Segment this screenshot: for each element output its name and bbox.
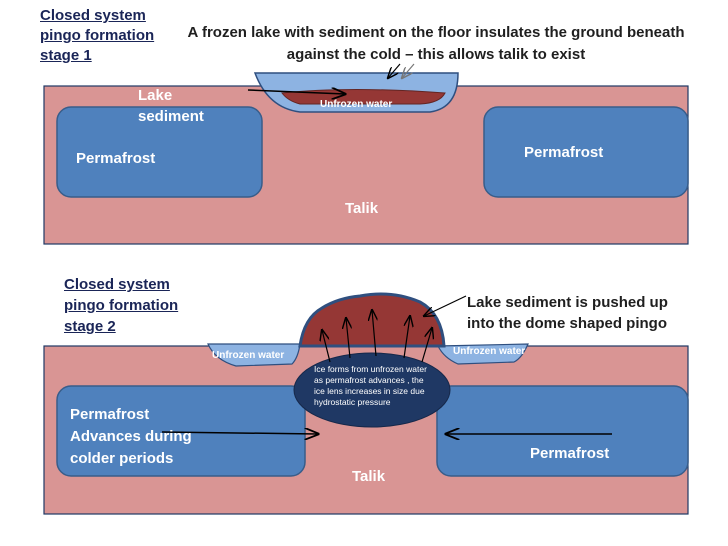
dome-arrow-4 (403, 316, 410, 359)
arrow-caption-2 (424, 295, 467, 316)
stage-1-title: Closed system pingo formation stage 1 (40, 7, 155, 64)
permafrost-left-label-2: Permafrost Advances during colder period… (70, 406, 192, 467)
arrow-caption-1-shadow (402, 63, 415, 78)
ice-lens (293, 352, 451, 428)
talik-label-1: Talik (345, 200, 379, 217)
permafrost-right-label-1: Permafrost (524, 144, 604, 161)
dome-arrow-2 (346, 318, 350, 359)
unfrozen-water-label-left: Unfrozen water (212, 350, 285, 361)
dome-arrow-1 (322, 330, 331, 363)
permafrost-left-block-1 (56, 106, 263, 198)
unfrozen-water-label-right: Unfrozen water (453, 346, 526, 357)
ice-lens-text: Ice forms from unfrozen water as permafr… (314, 364, 427, 407)
permafrost-right-block-2 (436, 385, 689, 477)
caption-stage-1: A frozen lake with sediment on the floor… (187, 24, 685, 63)
unfrozen-water-right-pool (437, 343, 529, 365)
lake-sediment-label: Lake sediment (138, 87, 204, 125)
permafrost-right-block-1 (483, 106, 689, 198)
talik-label-2: Talik (352, 468, 386, 485)
dome-arrow-3 (372, 310, 376, 357)
pingo-dome-sediment (298, 292, 446, 348)
stage-2-title: Closed system pingo formation stage 2 (64, 276, 179, 335)
permafrost-right-label-2: Permafrost (530, 445, 610, 462)
arrow-lake-sediment (247, 90, 345, 94)
permafrost-left-label-1: Permafrost (76, 150, 156, 167)
caption-stage-2: Lake sediment is pushed up into the dome… (467, 294, 668, 332)
unfrozen-water-left-pool (207, 343, 301, 367)
dome-arrow-5 (421, 328, 432, 363)
unfrozen-water-label-1: Unfrozen water (320, 99, 393, 110)
arrow-caption-1 (388, 63, 401, 78)
arrow-permafrost-advance-left (161, 432, 318, 434)
